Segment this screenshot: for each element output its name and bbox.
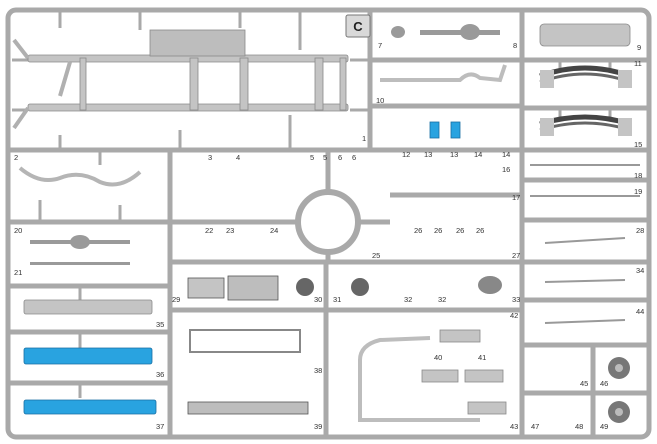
part-number: 49 [600, 422, 608, 431]
part-number: 20 [14, 226, 22, 235]
chassis-frame-part [12, 29, 349, 130]
part-number: 26 [456, 226, 464, 235]
part-number: 28 [636, 226, 644, 235]
part-number: 37 [156, 422, 164, 431]
part-number: 39 [314, 422, 322, 431]
part-number: 24 [270, 226, 278, 235]
part-number: 46 [600, 379, 608, 388]
part-number: 16 [502, 165, 510, 174]
part-number: 9 [637, 43, 641, 52]
part-number: 2 [14, 153, 18, 162]
side-rail-part [23, 299, 153, 315]
wheel-hub-part [608, 357, 630, 423]
part-number: 48 [575, 422, 583, 431]
highlighted-brackets [429, 121, 461, 139]
part-number: 11 [634, 59, 642, 68]
part-number: 6 [352, 153, 356, 162]
exhaust-pipe-part [380, 64, 507, 83]
part-number: 36 [156, 370, 164, 379]
axle-part [391, 24, 500, 40]
part-number: 23 [226, 226, 234, 235]
part-number: 47 [531, 422, 539, 431]
part-number: 35 [156, 320, 164, 329]
part-number: 44 [636, 307, 644, 316]
part-number: 8 [513, 41, 517, 50]
part-number: 33 [512, 295, 520, 304]
part-number: 17 [512, 193, 520, 202]
part-number: 4 [236, 153, 240, 162]
part-number: 13 [450, 150, 458, 159]
part-number: 14 [474, 150, 482, 159]
leaf-spring-part [539, 65, 632, 136]
cross-member-part [18, 166, 142, 187]
part-number: 34 [636, 266, 644, 275]
part-number: 5 [310, 153, 314, 162]
sprue-letter: C [353, 19, 363, 34]
part-number: 6 [338, 153, 342, 162]
part-number-labels: 1 2 3 4 5 5 6 6 7 8 9 10 11 12 13 13 14 … [14, 41, 644, 431]
part-number: 21 [14, 268, 22, 277]
part-number: 41 [478, 353, 486, 362]
part-number: 32 [438, 295, 446, 304]
part-number: 13 [424, 150, 432, 159]
highlighted-rails [23, 347, 157, 415]
part-number: 22 [205, 226, 213, 235]
part-number: 43 [510, 422, 518, 431]
bumper-part [187, 401, 309, 415]
fuel-tank-part [539, 23, 631, 47]
exhaust-system-part [358, 329, 507, 422]
part-number: 42 [510, 311, 518, 320]
part-number: 26 [476, 226, 484, 235]
linkage-rods-part [530, 164, 640, 324]
drive-axle-part [30, 235, 130, 265]
part-number: 14 [502, 150, 510, 159]
part-number: 18 [634, 171, 642, 180]
part-number: 26 [414, 226, 422, 235]
sprue-frame [5, 7, 652, 440]
part-number: 31 [333, 295, 341, 304]
part-number: 29 [172, 295, 180, 304]
part-number: 27 [512, 251, 520, 260]
part-number: 25 [372, 251, 380, 260]
part-number: 12 [402, 150, 410, 159]
part-number: 1 [362, 134, 366, 143]
central-gate-ring [270, 150, 390, 262]
part-number: 5 [323, 153, 327, 162]
part-number: 30 [314, 295, 322, 304]
part-number: 15 [634, 140, 642, 149]
part-number: 3 [208, 153, 212, 162]
grille-frame-part [189, 329, 301, 353]
part-number: 45 [580, 379, 588, 388]
part-number: 26 [434, 226, 442, 235]
engine-block-part [187, 275, 502, 301]
part-number: 10 [376, 96, 384, 105]
part-number: 19 [634, 187, 642, 196]
part-number: 40 [434, 353, 442, 362]
part-number: 7 [378, 41, 382, 50]
part-number: 38 [314, 366, 322, 375]
sprue-letter-badge: C [345, 14, 371, 38]
gate-stubs [12, 12, 612, 398]
part-number: 32 [404, 295, 412, 304]
